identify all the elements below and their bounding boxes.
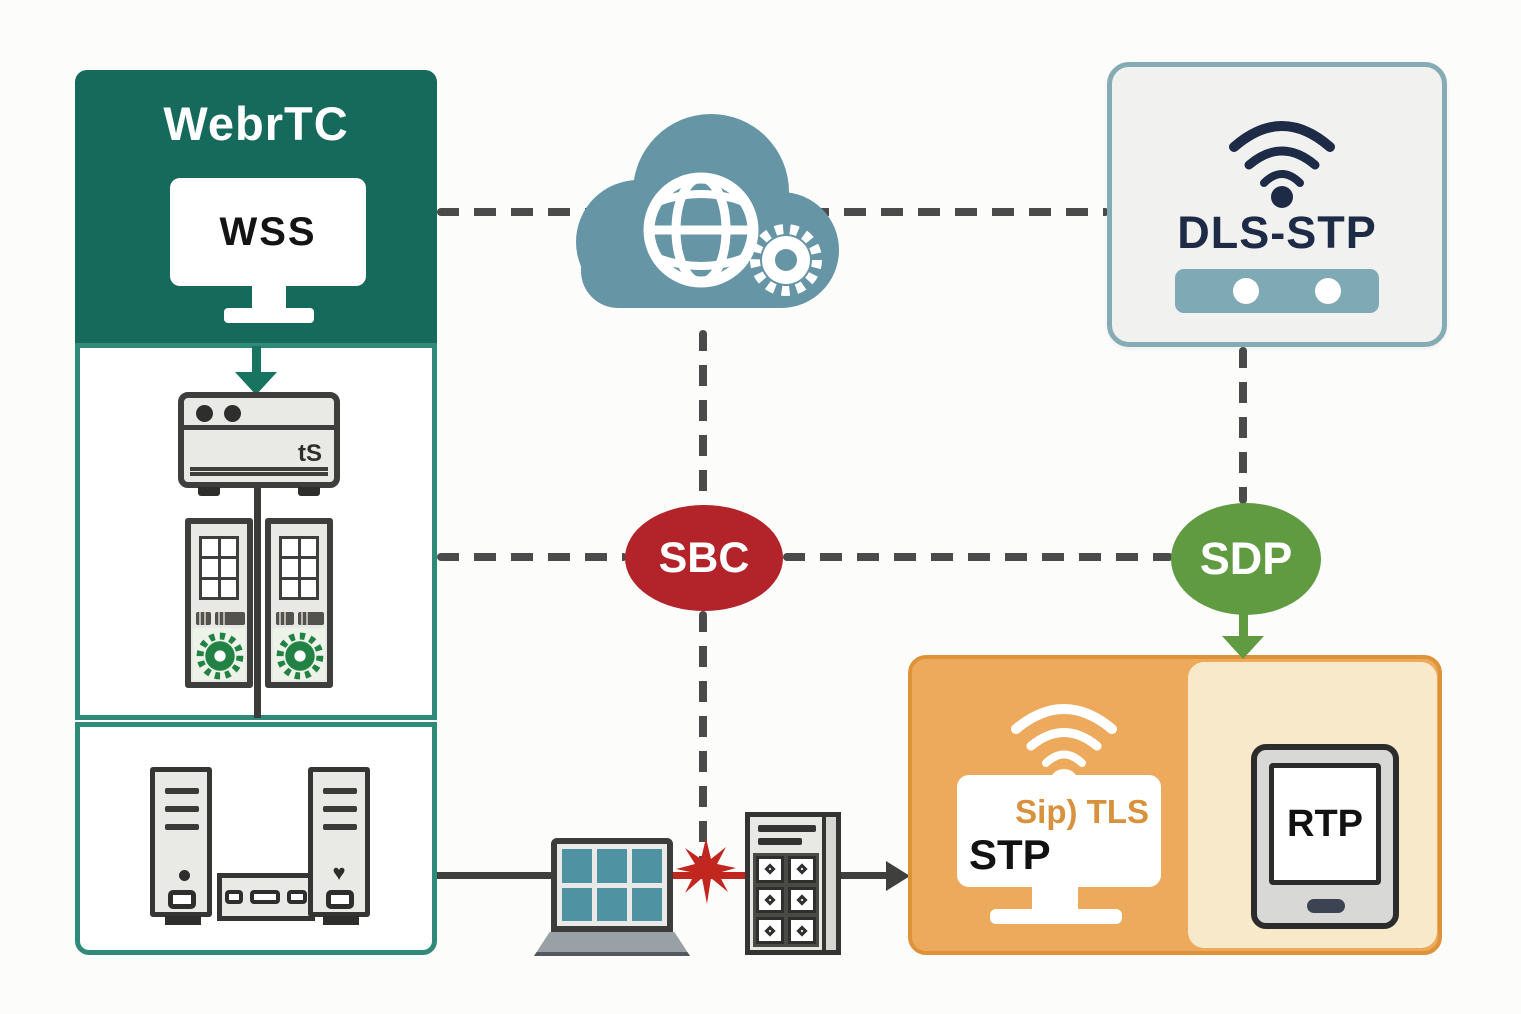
endpoint-box: Sip) TLS STP RTP — [908, 655, 1442, 955]
sdp-label: SDP — [1199, 533, 1293, 584]
gear-icon — [276, 632, 324, 680]
appliance-vent — [190, 467, 328, 476]
monitor-icon: WSS — [170, 178, 366, 286]
sip-tls-label: Sip) TLS — [1015, 793, 1149, 830]
tower-pc-icon: ♥ — [308, 767, 370, 925]
drive-bay-icon — [168, 890, 196, 909]
laptop-icon — [534, 838, 707, 956]
arrow-down-icon — [1222, 636, 1264, 659]
wss-label: WSS — [219, 209, 317, 254]
tablet-icon: RTP — [1251, 744, 1399, 929]
cabinet-icon — [745, 812, 841, 955]
dls-stp-label: DLS-STP — [1177, 207, 1377, 258]
monitor-base — [224, 308, 314, 323]
appliance-foot — [298, 487, 320, 496]
media-appliance-icon: tS — [178, 392, 340, 496]
heart-icon: ♥ — [332, 860, 346, 885]
link-sbc-burst — [699, 611, 707, 863]
burst-icon — [676, 838, 736, 904]
sbc-label: SBC — [658, 533, 750, 582]
arrow-header-to-appliance — [252, 346, 261, 376]
appliance-bus-line — [254, 486, 261, 718]
appliance-foot — [198, 487, 220, 496]
cabinet-side — [822, 817, 836, 950]
dls-stp-box: DLS-STP — [1107, 62, 1447, 347]
cabinet-cells — [753, 853, 819, 947]
router-icon — [1175, 269, 1379, 313]
appliance-marking: tS — [298, 440, 322, 467]
webrtc-title: WebrTC — [163, 97, 349, 150]
cabinet-bar — [758, 825, 816, 832]
router-led — [1315, 278, 1341, 304]
wifi-icon — [1229, 121, 1335, 208]
tower-foot — [165, 916, 201, 925]
webrtc-bottom-panel: ♥ — [75, 722, 437, 955]
drive-bay-icon — [326, 890, 354, 909]
cabinet-bar — [758, 838, 802, 845]
appliance-top — [184, 398, 334, 430]
globe-icon — [643, 172, 759, 288]
link-sbc-sdp — [783, 553, 1173, 561]
link-cabinet-endpoint — [841, 872, 893, 879]
server-module-icon — [185, 518, 253, 688]
monitor-icon: Sip) TLS STP — [957, 775, 1161, 887]
router-led — [1233, 278, 1259, 304]
arrow-sdp-to-endpoint — [1239, 613, 1248, 639]
module-grid — [279, 536, 319, 600]
link-webrtc-sbc — [437, 553, 627, 561]
laptop-screen — [551, 838, 673, 932]
gear-icon — [750, 224, 822, 296]
arrow-into-endpoint-icon — [886, 861, 910, 891]
sbc-node: SBC — [625, 505, 783, 611]
cloud-icon — [576, 114, 839, 308]
server-module-icon — [265, 518, 333, 688]
monitor-stand — [1032, 887, 1078, 911]
webrtc-header-panel: WebrTC WSS — [75, 70, 437, 343]
laptop-base — [534, 932, 690, 956]
module-grid — [199, 536, 239, 600]
sdp-node: SDP — [1171, 503, 1321, 615]
home-button-icon — [1307, 899, 1345, 913]
module-labels — [196, 612, 245, 625]
hub-icon — [217, 873, 315, 921]
power-button-icon — [179, 870, 190, 881]
appliance-knob — [224, 405, 241, 422]
gear-icon — [196, 632, 244, 680]
appliance-knob — [196, 405, 213, 422]
tablet-screen: RTP — [1269, 763, 1381, 885]
monitor-stand — [252, 286, 286, 308]
module-labels — [276, 612, 324, 625]
stp-label: STP — [969, 831, 1051, 878]
tower-foot — [323, 916, 359, 925]
monitor-base — [990, 909, 1122, 924]
link-cloud-sbc — [699, 330, 707, 506]
link-dls-sdp — [1239, 347, 1247, 504]
arrow-down-icon — [235, 372, 277, 395]
rtp-label: RTP — [1287, 802, 1363, 845]
link-towers-laptop — [437, 872, 553, 879]
tower-pc-icon — [150, 767, 212, 925]
